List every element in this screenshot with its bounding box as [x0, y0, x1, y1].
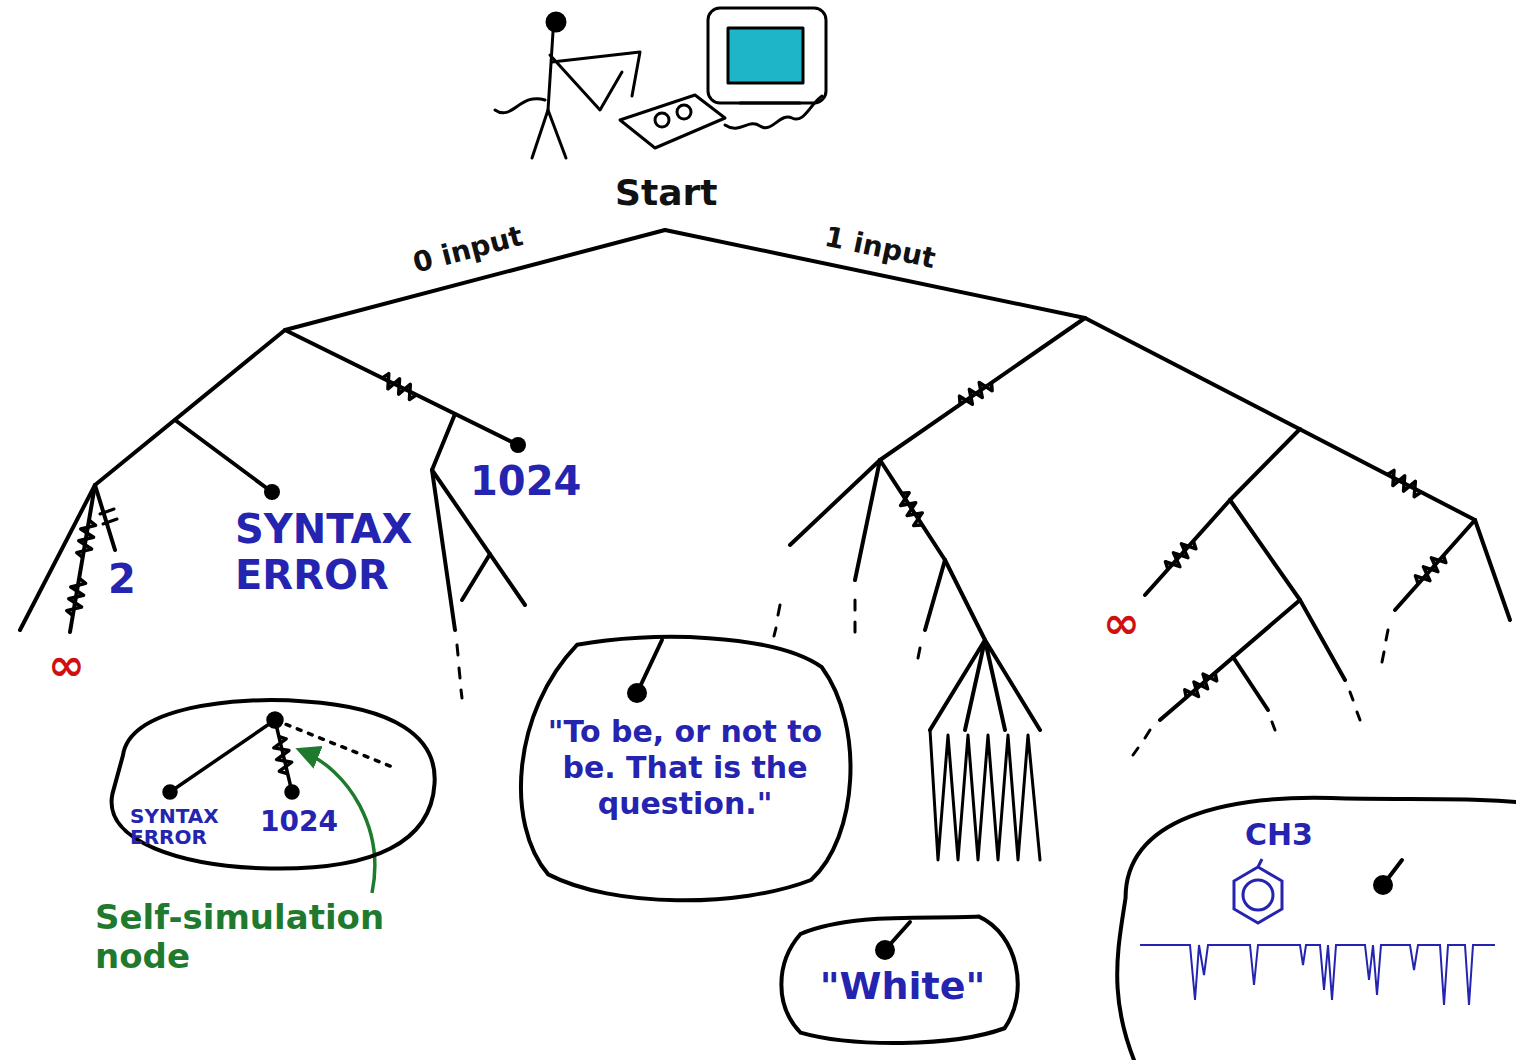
tree-branches: [925, 560, 945, 630]
infinite-loop-mark: ∞: [48, 640, 85, 691]
tree-branches: [462, 554, 490, 600]
tree-branches: [20, 230, 1510, 860]
zoom-blob: CH3: [1105, 790, 1516, 1060]
person-at-computer: [708, 8, 826, 103]
tree-branches: [945, 560, 985, 640]
tree-branches: [880, 318, 1085, 460]
tree-branches: [1133, 730, 1150, 755]
zigzag-marks: [895, 489, 927, 528]
zigzag-marks: [1413, 550, 1449, 588]
tree-branches: [774, 600, 920, 658]
tree-branches: [930, 730, 1040, 860]
zoom-stems: [629, 685, 645, 701]
leaf-output: 2: [108, 556, 136, 602]
tree-branches: [285, 330, 518, 445]
toluene-structure: [1234, 859, 1282, 923]
person-at-computer: [655, 113, 669, 127]
zoom-blob: "White": [775, 905, 1030, 1050]
chemical-formula: CH3: [1245, 818, 1313, 853]
zigzag-marks: [66, 577, 86, 617]
person-at-computer: [725, 96, 822, 128]
spectrum-trace: [1140, 945, 1495, 1005]
tree-branches: [457, 645, 462, 698]
person-at-computer: [677, 105, 691, 119]
self-simulation-tree: [164, 786, 176, 798]
tree-branches: [432, 414, 455, 470]
tree-branches: [1230, 429, 1300, 500]
leaf-dots: [264, 484, 280, 500]
person-at-computer: [495, 8, 826, 158]
zigzag-marks: [1182, 668, 1220, 703]
tree-branches: [1475, 520, 1510, 620]
self-simulation-tree: [170, 720, 275, 792]
blob-outline: [112, 700, 435, 868]
zigzag-marks: [76, 519, 96, 559]
self-simulation-tree: [275, 720, 292, 792]
person-at-computer: [552, 52, 640, 96]
branch-label: 0 input: [410, 220, 527, 280]
word-output: "White": [785, 965, 1020, 1009]
tree-branches: [1230, 500, 1345, 680]
toluene-structure: [1243, 880, 1273, 910]
person-at-computer: [495, 99, 545, 113]
tree-branches: [1233, 657, 1268, 710]
toluene-structure: [1258, 859, 1262, 867]
tree-branches: [930, 640, 1040, 730]
infinite-loop-mark: ∞: [1103, 598, 1140, 649]
leaf-output: SYNTAX ERROR: [235, 506, 435, 598]
zigzag-marks: [956, 377, 995, 410]
blob-outline: [95, 688, 445, 880]
start-label: Start: [615, 172, 717, 213]
tree-branches: [1085, 318, 1475, 520]
person-at-computer: [532, 110, 566, 158]
zoom-stems: [1375, 877, 1391, 893]
person-at-computer: [547, 13, 565, 31]
zigzag-marks: [1163, 536, 1199, 574]
zigzag-marks: [379, 372, 419, 401]
branch-label: 1 input: [822, 221, 938, 275]
tree-branches: [855, 460, 880, 580]
tree-branches: [95, 485, 115, 550]
zoom-stems: [877, 942, 893, 958]
tree-branches: [1272, 692, 1360, 730]
person-at-computer: [550, 55, 622, 110]
tree-branches: [432, 470, 455, 630]
blob-outline: [521, 637, 851, 900]
toluene-structure: [1234, 867, 1282, 923]
person-at-computer: [620, 95, 725, 148]
self-simulation-tree: [164, 713, 395, 798]
self-simulation-tree: [275, 720, 395, 768]
leaf-dots: [510, 437, 526, 453]
leaf-output: 1024: [260, 806, 338, 838]
zigzag-marks: [1384, 469, 1424, 499]
zoom-blob: "To be, or not to be. That is the questi…: [505, 628, 865, 908]
person-at-computer: [740, 102, 800, 105]
tree-branches: [1145, 500, 1230, 595]
tree-branches: [1160, 600, 1300, 720]
tree-branches: [175, 420, 272, 492]
leaf-output: SYNTAX ERROR: [130, 806, 230, 848]
tree-branches: [1382, 630, 1388, 662]
person-at-computer: [548, 32, 553, 110]
zoom-blob: SYNTAX ERROR 1024: [95, 688, 445, 880]
self-simulation-tree: [268, 713, 282, 727]
leaf-output: 1024: [470, 458, 581, 504]
blob-outline: [1117, 798, 1516, 1060]
tree-branches: [1395, 520, 1475, 610]
tree-branches: [880, 460, 945, 560]
self-simulation-tree: [286, 786, 298, 798]
tree-branches: [100, 509, 117, 524]
callout-note: Self-simulation node: [95, 898, 475, 976]
quote-output: "To be, or not to be. That is the questi…: [535, 714, 835, 822]
person-at-computer: [728, 28, 803, 83]
